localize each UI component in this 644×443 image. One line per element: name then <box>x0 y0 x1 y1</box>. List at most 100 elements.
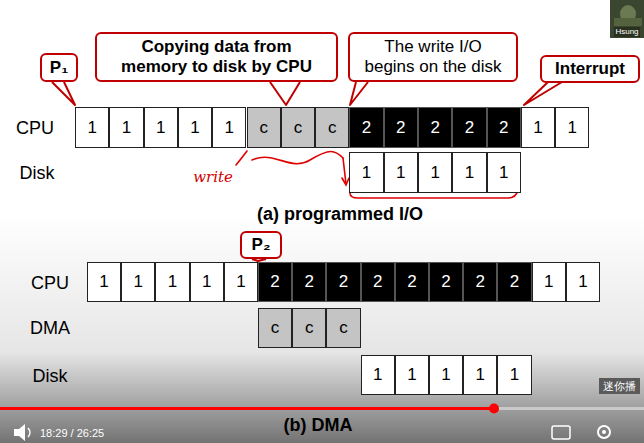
time-slot-cell: 1 <box>463 355 497 395</box>
time-slot-cell: 1 <box>109 107 143 148</box>
video-time: 18:29 / 26:25 <box>40 427 104 440</box>
time-slot-cell: 1 <box>178 107 212 148</box>
time-slot-cell: 2 <box>326 262 360 302</box>
box-text: 2 <box>270 272 279 292</box>
box-text: 1 <box>441 365 450 385</box>
box-text: 2 <box>339 272 348 292</box>
time-slot-cell: 2 <box>361 262 395 302</box>
box-text: 2 <box>373 272 382 292</box>
time-slot-cell: 2 <box>292 262 326 302</box>
box-text: 1 <box>168 272 177 292</box>
time-slot-cell: 1 <box>487 152 521 193</box>
subfigure-caption: (a) programmed I/O <box>257 204 423 225</box>
box-text: 1 <box>578 272 587 292</box>
time-slot-cell: 1 <box>497 355 531 395</box>
callout-box: P₂ <box>240 231 282 259</box>
webcam-thumbnail <box>610 0 644 38</box>
box-text: 1 <box>476 365 485 385</box>
box-text: c <box>305 318 314 338</box>
box-text: 1 <box>465 163 474 183</box>
time-slot-cell: 2 <box>349 107 383 148</box>
box-text: 1 <box>87 118 96 138</box>
video-player-bar <box>0 404 644 442</box>
box-text: 1 <box>430 163 439 183</box>
callout-pointer <box>52 82 562 261</box>
box-text: 2 <box>362 118 371 138</box>
box-text: 1 <box>407 365 416 385</box>
time-slot-cell: 1 <box>384 152 418 193</box>
time-slot-cell: 2 <box>429 262 463 302</box>
box-text: 2 <box>510 272 519 292</box>
box-text: 1 <box>544 272 553 292</box>
time-slot-cell: 2 <box>395 262 429 302</box>
box-text: 1 <box>122 118 131 138</box>
row-label: Disk <box>33 366 68 387</box>
time-slot-cell: 1 <box>87 262 121 302</box>
time-slot-cell: c <box>326 308 360 348</box>
callout-box: P₁ <box>40 53 78 82</box>
box-text: The write I/O begins on the disk <box>362 37 504 77</box>
player-tooltip: 迷你播 <box>599 378 640 395</box>
time-slot-cell: 1 <box>429 355 463 395</box>
box-text: Copying data from memory to disk by CPU <box>117 37 317 77</box>
time-slot-cell: 1 <box>361 355 395 395</box>
time-slot-cell: 1 <box>521 107 555 148</box>
box-text: 1 <box>510 365 519 385</box>
row-label: CPU <box>16 118 54 139</box>
box-text: 1 <box>134 272 143 292</box>
time-slot-cell: 1 <box>155 262 189 302</box>
time-slot-cell: 1 <box>555 107 589 148</box>
box-text: 1 <box>362 163 371 183</box>
time-slot-cell: 2 <box>497 262 531 302</box>
time-slot-cell: 2 <box>463 262 497 302</box>
time-slot-cell: 2 <box>384 107 418 148</box>
handwritten-mark <box>236 151 518 198</box>
box-text: P₂ <box>252 235 271 255</box>
box-text: 1 <box>396 163 405 183</box>
callout-box: Copying data from memory to disk by CPU <box>95 32 338 82</box>
time-slot-cell: 2 <box>452 107 486 148</box>
box-text: 2 <box>441 272 450 292</box>
box-text: 1 <box>190 118 199 138</box>
time-slot-cell: 2 <box>487 107 521 148</box>
row-label: DMA <box>30 318 70 339</box>
box-text: 1 <box>236 272 245 292</box>
time-slot-cell: 1 <box>566 262 600 302</box>
box-text: 2 <box>305 272 314 292</box>
time-slot-cell: 1 <box>121 262 155 302</box>
callout-box: The write I/O begins on the disk <box>348 32 518 82</box>
box-text: c <box>328 118 337 138</box>
player-shade <box>0 215 644 443</box>
time-slot-cell: c <box>292 308 326 348</box>
box-text: 1 <box>568 118 577 138</box>
time-slot-cell: 1 <box>75 107 109 148</box>
time-slot-cell: 2 <box>418 107 452 148</box>
box-text: c <box>339 318 348 338</box>
time-slot-cell: c <box>258 308 292 348</box>
webcam-name: Hsung <box>614 27 639 36</box>
time-slot-cell: c <box>281 107 315 148</box>
box-text: 2 <box>430 118 439 138</box>
time-slot-cell: 1 <box>418 152 452 193</box>
time-slot-cell: 1 <box>212 107 246 148</box>
time-slot-cell: 1 <box>224 262 258 302</box>
time-slot-cell: 2 <box>258 262 292 302</box>
time-slot-cell: 1 <box>190 262 224 302</box>
time-slot-cell: c <box>247 107 281 148</box>
subfigure-caption: (b) DMA <box>284 415 353 436</box>
box-text: 1 <box>99 272 108 292</box>
box-text: 1 <box>373 365 382 385</box>
box-text: 1 <box>202 272 211 292</box>
time-slot-cell: 1 <box>395 355 429 395</box>
box-text: 1 <box>156 118 165 138</box>
box-text: P₁ <box>50 58 68 78</box>
box-text: c <box>271 318 280 338</box>
time-slot-cell: c <box>315 107 349 148</box>
box-text: Interrupt <box>555 59 625 79</box>
box-text: 1 <box>533 118 542 138</box>
box-text: 1 <box>225 118 234 138</box>
box-text: c <box>259 118 268 138</box>
time-slot-cell: 1 <box>452 152 486 193</box>
time-slot-cell: 1 <box>349 152 383 193</box>
box-text: 2 <box>499 118 508 138</box>
